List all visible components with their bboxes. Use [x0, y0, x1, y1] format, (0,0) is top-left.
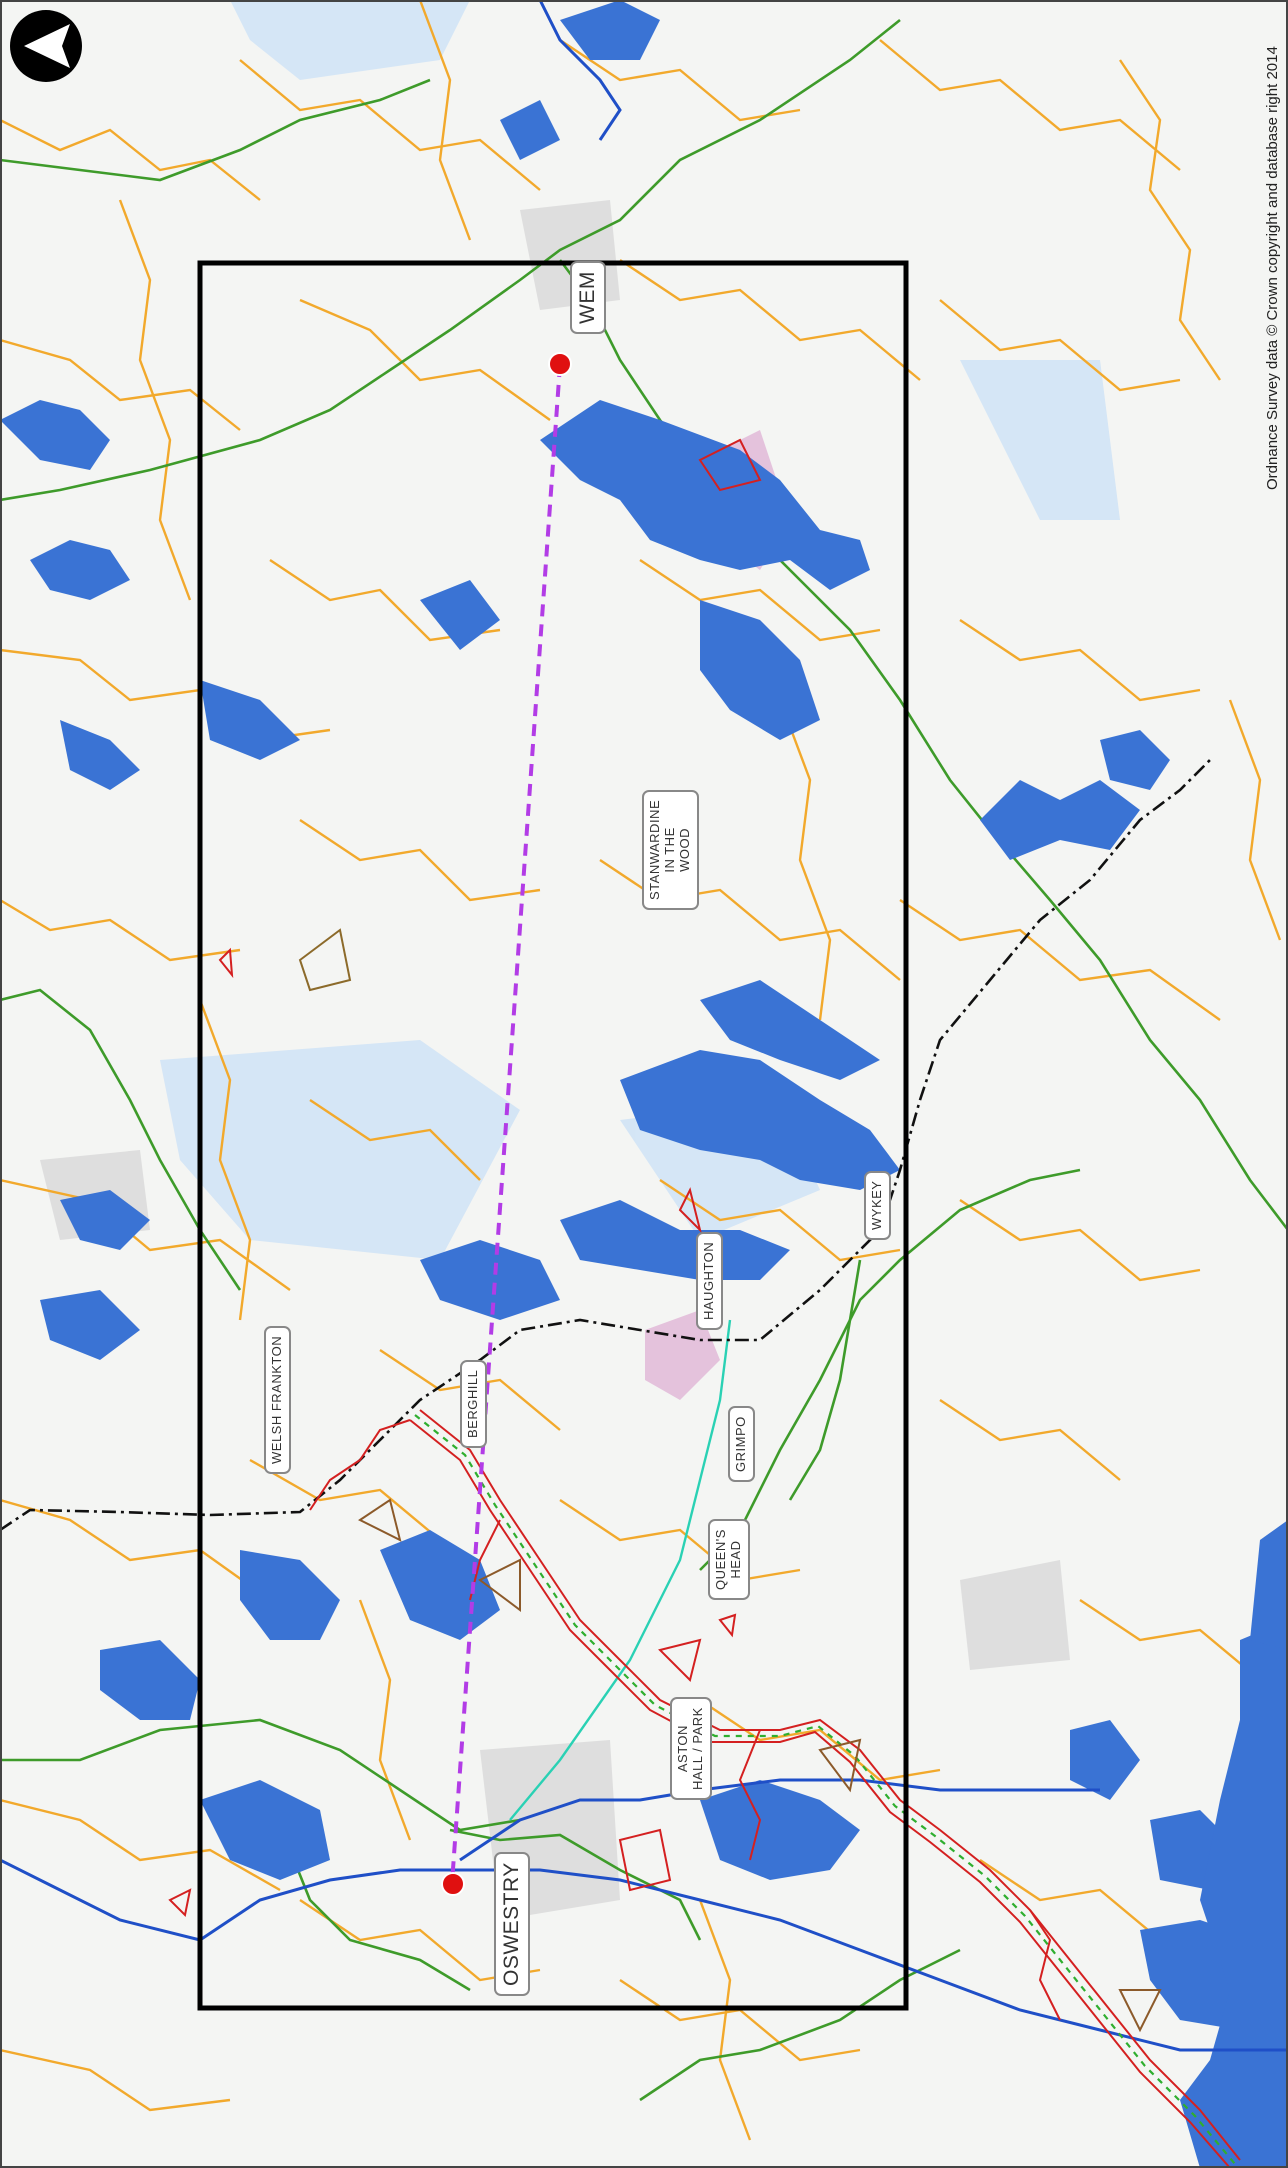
label-grimpo: GRIMPO [728, 1406, 755, 1482]
oswestry-endpoint[interactable] [441, 1872, 465, 1896]
canal-centreline [414, 1414, 1236, 2165]
label-wykey: WYKEY [864, 1170, 891, 1240]
label-stanwardine: STANWARDINE IN THE WOOD [642, 789, 699, 910]
admin-boundary [0, 759, 1211, 1532]
label-welsh-frankton: WELSH FRANKTON [264, 1325, 291, 1474]
red-hatched-areas [168, 438, 762, 1918]
teal-line [509, 1319, 732, 1821]
north-arrow-icon [10, 10, 82, 82]
blue-lines [0, 0, 1288, 2052]
wem-endpoint[interactable] [548, 352, 572, 376]
label-berghill: BERGHILL [460, 1359, 487, 1448]
brown-hatched-area [298, 928, 352, 992]
straight-route [450, 364, 562, 1884]
label-wem: WEM [570, 261, 607, 334]
copyright-notice: Ordnance Survey data © Crown copyright a… [1264, 46, 1281, 490]
label-queens-head: QUEEN'S HEAD [708, 1519, 750, 1600]
study-area-frame [197, 260, 909, 2011]
label-oswestry: OSWESTRY [494, 1852, 531, 1996]
label-haughton: HAUGHTON [696, 1231, 723, 1330]
label-aston-hall: ASTON HALL / PARK [670, 1697, 712, 1800]
canal-polygons [358, 1498, 1162, 2033]
